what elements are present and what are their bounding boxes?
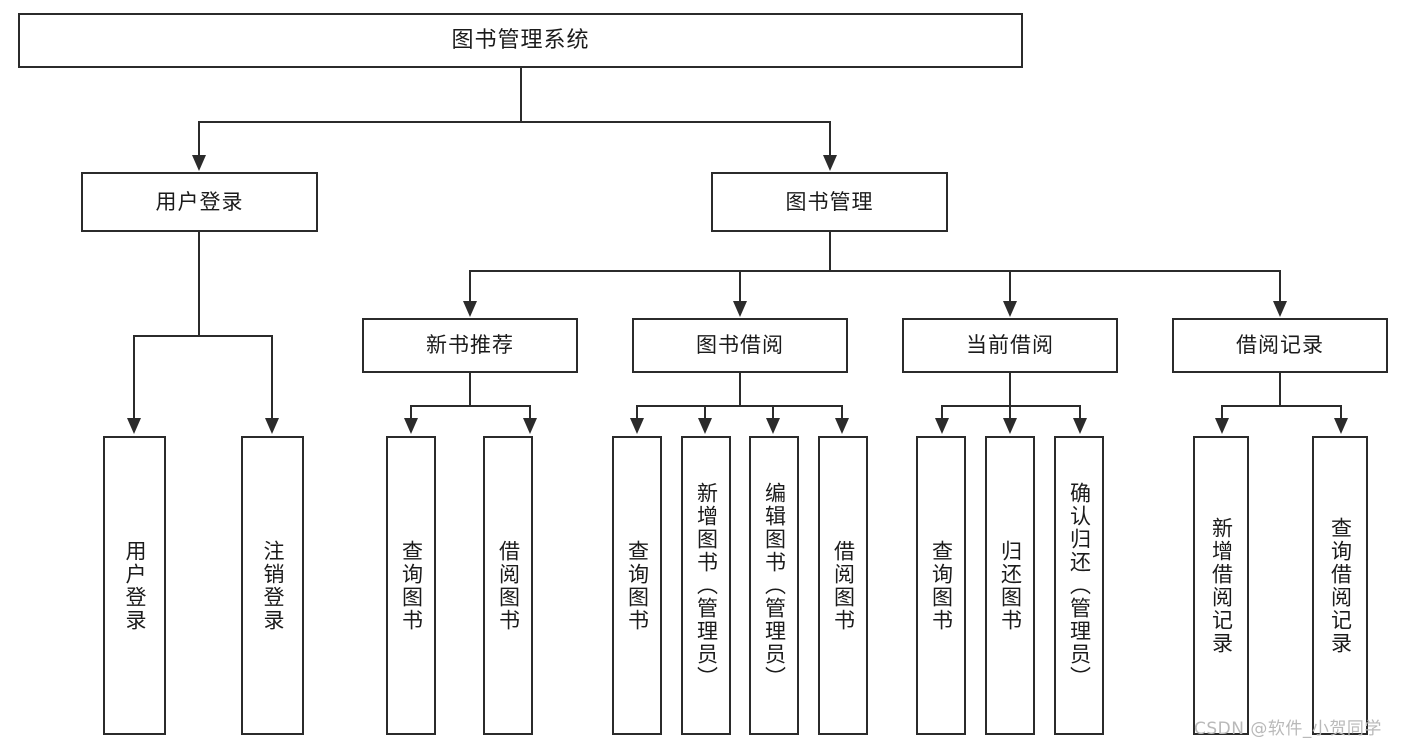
- node-user-login[interactable]: 用户登录: [81, 172, 318, 232]
- arrow-to-book-borrow-leaf-1: [630, 418, 644, 434]
- leaf-edit-book-admin[interactable]: 编辑图书（管理员）: [749, 436, 799, 735]
- node-label: 查询图书: [625, 539, 650, 632]
- edge-borrow-records-drop-1: [1221, 405, 1223, 419]
- arrow-to-new-book-leaf-1: [404, 418, 418, 434]
- edge-book-manage-drop-2: [739, 270, 741, 302]
- edge-root-bus: [198, 121, 830, 123]
- edge-root-to-book-manage: [829, 121, 831, 157]
- node-label: 归还图书: [998, 539, 1023, 632]
- leaf-borrow-book[interactable]: 借阅图书: [818, 436, 868, 735]
- node-label: 查询图书: [929, 539, 954, 632]
- edge-user-login-drop-2: [271, 335, 273, 419]
- node-label: 新增图书（管理员）: [694, 482, 719, 689]
- node-label: 图书管理系统: [451, 27, 590, 53]
- edge-borrow-records-bus: [1221, 405, 1341, 407]
- node-label: 编辑图书（管理员）: [762, 482, 787, 689]
- arrow-to-current-borrow: [1003, 301, 1017, 317]
- edge-root-to-user-login: [198, 121, 200, 157]
- leaf-query-book-current[interactable]: 查询图书: [916, 436, 966, 735]
- edge-book-manage-drop-1: [469, 270, 471, 302]
- edge-current-borrow-drop-2: [1009, 405, 1011, 419]
- node-label: 新增借阅记录: [1209, 516, 1234, 655]
- edge-book-borrow-drop-3: [772, 405, 774, 419]
- arrow-to-user-login: [192, 155, 206, 171]
- arrow-to-borrow-records-leaf-1: [1215, 418, 1229, 434]
- edge-user-login-bus: [133, 335, 273, 337]
- edge-book-manage-stem: [829, 232, 831, 271]
- edge-book-borrow-drop-4: [841, 405, 843, 419]
- node-label: 确认归还（管理员）: [1067, 482, 1092, 689]
- edge-book-manage-bus: [469, 270, 1280, 272]
- arrow-to-new-book-recommend: [463, 301, 477, 317]
- node-borrow-records[interactable]: 借阅记录: [1172, 318, 1388, 373]
- node-label: 借阅记录: [1236, 333, 1324, 357]
- leaf-query-book-borrow[interactable]: 查询图书: [612, 436, 662, 735]
- edge-current-borrow-stem: [1009, 373, 1011, 406]
- arrow-to-leaf-user-login: [127, 418, 141, 434]
- edge-book-borrow-drop-2: [704, 405, 706, 419]
- node-label: 借阅图书: [496, 539, 521, 632]
- leaf-confirm-return-admin[interactable]: 确认归还（管理员）: [1054, 436, 1104, 735]
- leaf-query-borrow-record[interactable]: 查询借阅记录: [1312, 436, 1368, 735]
- arrow-to-borrow-records-leaf-2: [1334, 418, 1348, 434]
- edge-book-borrow-stem: [739, 373, 741, 406]
- arrow-to-book-borrow-leaf-2: [698, 418, 712, 434]
- node-new-book-recommend[interactable]: 新书推荐: [362, 318, 578, 373]
- edge-book-manage-drop-3: [1009, 270, 1011, 302]
- node-label: 图书管理: [785, 189, 874, 214]
- leaf-logout[interactable]: 注销登录: [241, 436, 304, 735]
- node-label: 查询借阅记录: [1328, 516, 1353, 655]
- edge-book-borrow-bus: [636, 405, 843, 407]
- node-root-system[interactable]: 图书管理系统: [18, 13, 1023, 68]
- node-label: 注销登录: [260, 539, 285, 632]
- edge-current-borrow-drop-3: [1079, 405, 1081, 419]
- leaf-add-borrow-record[interactable]: 新增借阅记录: [1193, 436, 1249, 735]
- leaf-borrow-book-recommend[interactable]: 借阅图书: [483, 436, 533, 735]
- edge-book-borrow-drop-1: [636, 405, 638, 419]
- edge-new-book-drop-1: [410, 405, 412, 419]
- leaf-return-book[interactable]: 归还图书: [985, 436, 1035, 735]
- edge-root-stem: [520, 68, 522, 122]
- edge-user-login-drop-1: [133, 335, 135, 419]
- node-label: 用户登录: [155, 189, 244, 214]
- arrow-to-current-borrow-leaf-1: [935, 418, 949, 434]
- node-label: 借阅图书: [831, 539, 856, 632]
- node-book-manage[interactable]: 图书管理: [711, 172, 948, 232]
- node-label: 图书借阅: [696, 333, 784, 357]
- node-label: 新书推荐: [426, 333, 514, 357]
- arrow-to-borrow-records: [1273, 301, 1287, 317]
- node-label: 用户登录: [122, 539, 147, 632]
- edge-borrow-records-drop-2: [1340, 405, 1342, 419]
- edge-book-manage-drop-4: [1279, 270, 1281, 302]
- arrow-to-book-manage: [823, 155, 837, 171]
- arrow-to-current-borrow-leaf-3: [1073, 418, 1087, 434]
- edge-new-book-drop-2: [529, 405, 531, 419]
- arrow-to-book-borrow-leaf-4: [835, 418, 849, 434]
- leaf-query-book-recommend[interactable]: 查询图书: [386, 436, 436, 735]
- edge-current-borrow-drop-1: [941, 405, 943, 419]
- node-label: 查询图书: [399, 539, 424, 632]
- edge-current-borrow-bus: [941, 405, 1081, 407]
- edge-borrow-records-stem: [1279, 373, 1281, 406]
- node-book-borrow[interactable]: 图书借阅: [632, 318, 848, 373]
- node-label: 当前借阅: [966, 333, 1054, 357]
- leaf-user-login[interactable]: 用户登录: [103, 436, 166, 735]
- arrow-to-leaf-logout: [265, 418, 279, 434]
- arrow-to-book-borrow: [733, 301, 747, 317]
- watermark-text: CSDN @软件_小贺同学: [1194, 719, 1382, 739]
- leaf-add-book-admin[interactable]: 新增图书（管理员）: [681, 436, 731, 735]
- node-current-borrow[interactable]: 当前借阅: [902, 318, 1118, 373]
- arrow-to-book-borrow-leaf-3: [766, 418, 780, 434]
- edge-new-book-stem: [469, 373, 471, 406]
- arrow-to-new-book-leaf-2: [523, 418, 537, 434]
- edge-new-book-bus: [410, 405, 530, 407]
- arrow-to-current-borrow-leaf-2: [1003, 418, 1017, 434]
- edge-user-login-stem: [198, 232, 200, 336]
